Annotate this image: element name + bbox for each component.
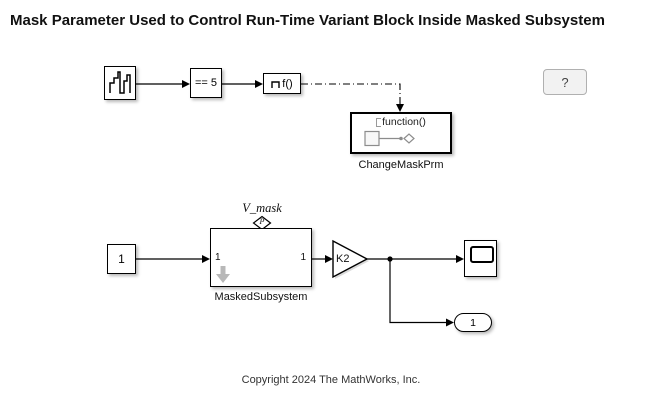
gain-block[interactable] — [332, 239, 369, 279]
arrowhead — [456, 255, 464, 263]
function-call-generator-block[interactable]: f() — [263, 73, 301, 94]
masked-subsystem-caption: MaskedSubsystem — [214, 291, 308, 303]
scope-block[interactable] — [464, 240, 497, 277]
down-arrow-badge — [216, 266, 230, 283]
copyright-text: Copyright 2024 The MathWorks, Inc. — [241, 374, 421, 386]
arrowhead — [325, 255, 333, 263]
function-prototype-label: function() — [382, 116, 426, 128]
arrowhead — [255, 80, 263, 88]
function-visibility-icon — [376, 117, 382, 127]
gain-label: K2 — [336, 253, 350, 265]
scope-screen-icon — [470, 246, 494, 263]
parameter-writer-icon — [364, 130, 415, 147]
fcall-label: f() — [282, 77, 293, 90]
repeating-sequence-stair-block[interactable] — [104, 66, 136, 100]
outport-label: 1 — [470, 316, 476, 329]
arrowhead — [446, 318, 454, 327]
simulink-function-caption: ChangeMaskPrm — [358, 159, 444, 171]
help-label: ? — [561, 74, 569, 90]
stair-waveform-icon — [109, 71, 131, 94]
help-button[interactable]: ? — [543, 69, 587, 95]
subsystem-outport-label: 1 — [300, 252, 306, 263]
outport-block[interactable]: 1 — [454, 313, 492, 332]
mask-annotation[interactable]: V_mask — [242, 201, 282, 215]
pulse-icon — [271, 80, 280, 88]
model-title: Mask Parameter Used to Control Run-Time … — [10, 12, 605, 29]
wire-fcall-to-function[interactable] — [301, 83, 401, 104]
constant-value: 1 — [118, 252, 125, 266]
function-header: function() — [352, 116, 450, 128]
arrowhead — [202, 255, 210, 263]
param-badge-letter: P — [259, 217, 265, 226]
arrowhead — [182, 80, 190, 88]
wire-branch-to-outport[interactable] — [389, 259, 447, 324]
compare-label: == 5 — [194, 77, 218, 89]
constant-block[interactable]: 1 — [107, 244, 136, 274]
compare-to-constant-block[interactable]: == 5 — [190, 68, 222, 98]
simulink-function-block[interactable]: function() — [350, 112, 452, 154]
masked-subsystem-block[interactable]: 1 1 — [210, 228, 312, 287]
arrowhead-down — [396, 104, 404, 112]
subsystem-inport-label: 1 — [215, 252, 221, 263]
